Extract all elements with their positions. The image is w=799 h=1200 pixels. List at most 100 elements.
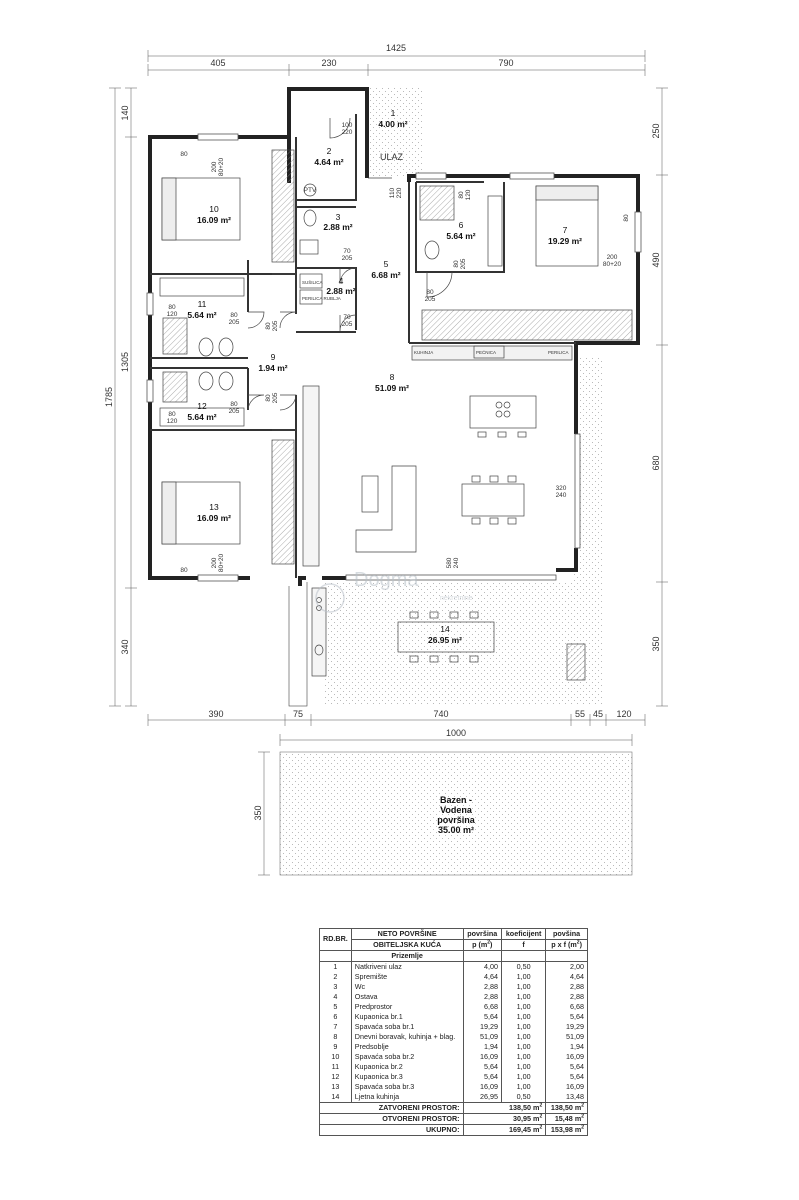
vanity-room-11 [159,277,245,297]
room-2-area: 4.64 m² [314,157,343,167]
window-label: 80 [180,567,188,574]
cell-f: 1,00 [500,1032,547,1042]
pool-line-3: površina [437,815,476,825]
dim-top-total: 1425 [386,43,406,53]
cell-n: 8 [319,1032,352,1042]
dim-bottom-2: 75 [293,709,303,719]
door-label: 80 [426,289,434,296]
cell-f: 0,50 [500,1092,547,1103]
door-label: 205 [272,320,279,331]
cell-pf: 2,88 [545,992,588,1002]
cell-name: Kupaonica br.3 [350,1072,464,1082]
cell-f: 1,00 [500,1052,547,1062]
cell-f: 1,00 [500,1042,547,1052]
dim-bottom-1: 390 [208,709,223,719]
room-14-area: 26.95 m² [428,635,462,645]
room-9-number: 9 [271,352,276,362]
room-13-number: 13 [209,502,219,512]
area-table: RD.BR. NETO POVRŠINE površina koeficijen… [319,928,588,1136]
cell-f: 0,50 [500,961,547,972]
doors [247,117,453,431]
room-labels: 1 4.00 m² ULAZ 2 4.64 m² PTV 3 2.88 m² 4… [187,108,582,645]
pool-line-1: Bazen - [440,795,472,805]
cell-name: Ostava [350,992,464,1002]
door-label: 80 [230,401,238,408]
cell-pf: 1,94 [545,1042,588,1052]
door-label: 100 [342,122,353,129]
opening-labels: 100 220 110 220 80 120 70 205 70 205 80 … [167,122,630,574]
watermark-text: Dogma [354,569,419,591]
room-8-area: 51.09 m² [375,383,409,393]
table-subheader-row: OBITELJSKA KUĆA p (m2) f p x f (m2) [320,939,588,951]
cell-p: 5,64 [462,1072,502,1082]
cell-name: Spremište [350,972,464,982]
cell-name: Predprostor [350,1002,464,1012]
room-10-area: 16.09 m² [197,215,231,225]
room-12-area: 5.64 m² [187,412,216,422]
total-pf: 138,50 m2 [545,1102,588,1114]
sub-f: f [500,939,547,951]
window-label: 200 [607,254,618,261]
total-pf: 153,98 m2 [545,1124,588,1136]
cell-n: 9 [319,1042,352,1052]
cell-f: 1,00 [500,1022,547,1032]
door-label: 120 [465,189,472,200]
dimension-values: 1425 405 230 790 1785 140 1305 340 250 4… [104,43,661,821]
appliance-labels: SUŠILICA PERILICA RUBLJA KUHINJA PEĆNICA… [302,279,569,355]
cell-pf: 5,64 [545,1072,588,1082]
window-label: 80 [180,151,188,158]
dim-right-4: 350 [651,636,661,651]
cell-name: Kupaonica br.1 [350,1012,464,1022]
room-11-number: 11 [198,299,207,309]
cell-n: 3 [319,982,352,992]
cell-p: 2,88 [462,992,502,1002]
window-label: 80 [168,411,176,418]
cell-pf: 16,09 [545,1052,588,1062]
door-label: 80 [453,260,460,268]
cell-f: 1,00 [500,992,547,1002]
cell-name: Spavaća soba br.3 [350,1082,464,1092]
dimension-lines [109,50,668,876]
watermark-logo: Dogma nekretnine [315,569,473,613]
door-label: 80 [458,191,465,199]
table-floor-row: Prizemlje [319,950,588,962]
total-p: 138,50 m2 [462,1102,547,1114]
window-label: 80 [623,214,630,222]
sub-p: p (m2) [462,939,502,951]
ptv-label: PTV [304,187,317,194]
door-label: 110 [389,187,396,198]
cell-pf: 4,64 [545,972,588,982]
dim-left-total: 1785 [104,387,114,407]
door-label: 205 [342,321,353,328]
col-pov: površina [462,928,502,940]
cell-name: Spavaća soba br.1 [350,1022,464,1032]
cell-name: Dnevni boravak, kuhinja + blag. [350,1032,464,1042]
door-label: 70 [343,248,351,255]
total-p: 169,45 m2 [462,1124,547,1136]
room-4-number: 4 [339,276,344,286]
cell-p: 51,09 [462,1032,502,1042]
building-floor [148,88,640,586]
window-label: 120 [167,418,178,425]
window-label: 320 [556,485,567,492]
cell-f: 1,00 [500,1002,547,1012]
cell-pf: 5,64 [545,1062,588,1072]
cell-n: 7 [319,1022,352,1032]
door-label: 205 [460,258,467,269]
dim-pool-side: 350 [253,805,263,820]
col-pov2: povšina [545,928,588,940]
partitions [150,114,576,578]
dim-left-3: 340 [120,639,130,654]
floor-label: Prizemlje [350,950,464,962]
kitchen-island [469,395,537,429]
watermark-subtext: nekretnine [440,595,473,602]
cell-n: 11 [319,1062,352,1072]
door-label: 220 [396,187,403,198]
dim-bottom-5: 45 [593,709,603,719]
sub-title: OBITELJSKA KUĆA [350,939,464,951]
cell-n: 5 [319,1002,352,1012]
